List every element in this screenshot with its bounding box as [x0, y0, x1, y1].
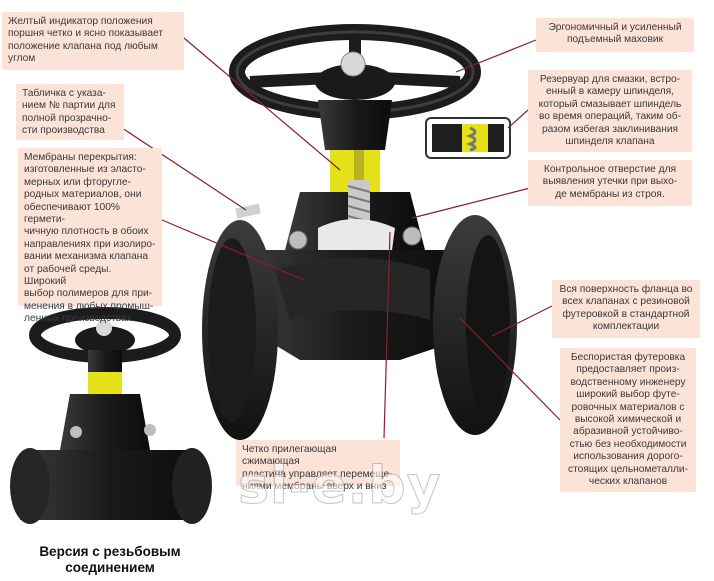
callout-membranes: Мембраны перекрытия: изготовленные из эл…: [18, 148, 162, 324]
callout-pressure-plate: Четко прилегающая сжимающая пластина упр…: [236, 440, 400, 492]
leader-lines: [109, 37, 561, 439]
callout-leak-hole: Контрольное отверстие для выявления утеч…: [528, 160, 692, 206]
grease-reservoir-inset: [425, 117, 511, 159]
threaded-version-caption: Версия с резьбовым соединением: [39, 544, 181, 575]
callout-handwheel: Эргономичный и усиленный подъемный махов…: [536, 18, 694, 52]
threaded-valve: [10, 307, 212, 524]
callout-nameplate: Табличка с указа- нием № партии для полн…: [16, 84, 124, 140]
callout-position-indicator: Желтый индикатор положения поршня четко …: [2, 12, 184, 70]
watermark: si-e.by: [238, 456, 442, 517]
handwheel-nut: [340, 51, 366, 77]
main-valve: [202, 24, 517, 440]
callout-lining: Беспористая футеровка предоставляет прои…: [560, 348, 696, 492]
callout-flange-surface: Вся поверхность фланца во всех клапанах …: [552, 280, 700, 338]
callout-grease-reservoir: Резервуар для смазки, встро- енный в кам…: [528, 70, 692, 152]
